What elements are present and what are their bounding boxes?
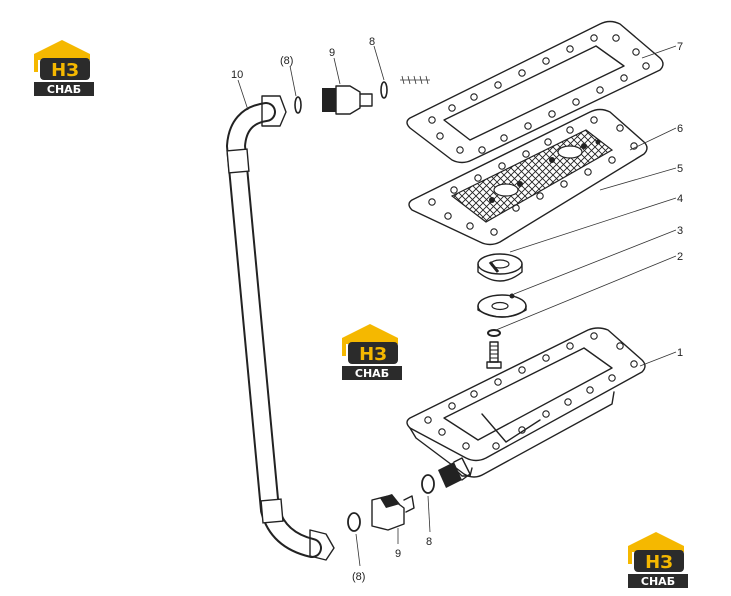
callout-3: 3 xyxy=(677,225,683,237)
bolt xyxy=(486,341,502,369)
callout-9-top: 9 xyxy=(329,47,335,59)
callout-8-bottom-paren: (8) xyxy=(352,571,365,583)
callout-5: 5 xyxy=(677,163,683,175)
strainer-6 xyxy=(408,108,648,246)
logo-word-top-left: СНАБ xyxy=(47,83,81,96)
washer-3 xyxy=(477,293,527,318)
logo-mark-top-left: НЗ xyxy=(51,60,79,81)
fitting-top xyxy=(294,75,430,115)
callouts: 10 (8) 9 8 7 6 5 4 3 2 1 9 8 (8) xyxy=(231,36,683,583)
housing-1 xyxy=(406,327,646,478)
leader-lines xyxy=(237,45,677,567)
callout-8-bottom: 8 xyxy=(426,536,432,548)
hose-10 xyxy=(225,95,335,561)
logo-top-left: НЗ СНАБ xyxy=(34,40,94,96)
gasket-7 xyxy=(406,20,664,164)
callout-7: 7 xyxy=(677,41,683,53)
callout-6: 6 xyxy=(677,123,683,135)
logo-mark-bottom-right: НЗ xyxy=(645,552,673,573)
callout-8-top-paren: (8) xyxy=(280,55,293,67)
logo-mark-center: НЗ xyxy=(359,344,387,365)
callout-2: 2 xyxy=(677,251,683,263)
logo-word-bottom-right: СНАБ xyxy=(641,575,675,588)
logo-bottom-right: НЗ СНАБ xyxy=(628,532,688,588)
callout-4: 4 xyxy=(677,193,683,205)
callout-9-bottom: 9 xyxy=(395,548,401,560)
nut-4 xyxy=(477,253,523,282)
callout-10: 10 xyxy=(231,69,243,81)
logo-center: НЗ СНАБ xyxy=(342,324,402,380)
logo-word-center: СНАБ xyxy=(355,367,389,380)
callout-1: 1 xyxy=(677,347,683,359)
fitting-bottom xyxy=(347,457,471,532)
washer-2 xyxy=(487,329,501,337)
callout-8-top: 8 xyxy=(369,36,375,48)
